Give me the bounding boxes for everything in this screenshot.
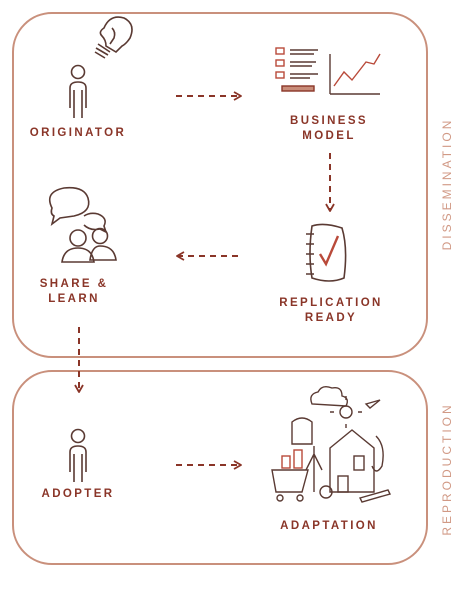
pine-tree-icon <box>305 446 323 492</box>
bicycle-icon <box>319 485 333 499</box>
originator-label: ORIGINATOR <box>29 127 127 139</box>
originator-person-icon <box>69 64 87 118</box>
business-model-line-1: BUSINESS <box>290 115 368 127</box>
business-model-icon <box>275 47 381 95</box>
adaptation-illustration <box>271 385 392 503</box>
adopter-label: ADOPTER <box>41 488 115 500</box>
pencil-icon <box>358 489 392 503</box>
replication-ready-label: REPLICATION READY <box>256 296 406 326</box>
share-learn-line-2: LEARN <box>48 293 100 305</box>
dissemination-side-label: DISSEMINATION <box>440 117 454 251</box>
diagram-art <box>48 16 392 503</box>
cloud-icon <box>310 385 349 407</box>
lightbulb-small-icon <box>291 417 313 445</box>
paper-plane-icon <box>364 399 381 409</box>
speech-bubble-icon <box>48 186 108 234</box>
house-icon <box>329 429 375 493</box>
lightbulb-icon <box>94 16 133 59</box>
replication-ready-line-2: READY <box>304 312 358 324</box>
sun-icon <box>339 405 353 419</box>
replication-ready-line-1: REPLICATION <box>279 297 383 309</box>
tree-icon <box>371 435 384 472</box>
notebook-check-icon <box>306 223 347 282</box>
reproduction-frame <box>12 370 428 565</box>
people-icon <box>61 227 117 263</box>
adopter-person-icon <box>69 428 87 482</box>
adaptation-label: ADAPTATION <box>280 520 378 532</box>
business-model-line-2: MODEL <box>302 130 356 142</box>
share-learn-label: SHARE & LEARN <box>30 277 118 307</box>
dissemination-frame <box>12 12 428 358</box>
reproduction-side-label: REPRODUCTION <box>440 402 454 536</box>
business-model-label: BUSINESS MODEL <box>262 114 396 144</box>
cart-icon <box>271 469 309 493</box>
share-learn-line-1: SHARE & <box>39 278 109 290</box>
